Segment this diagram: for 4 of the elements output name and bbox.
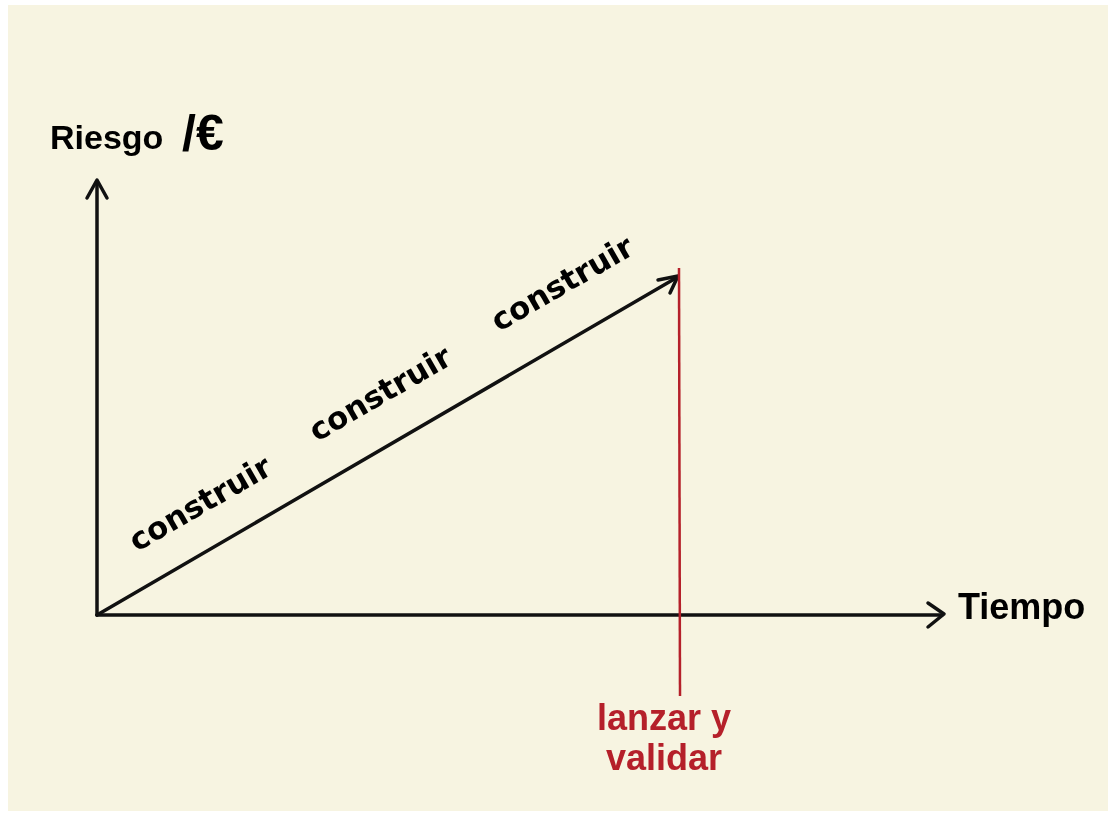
axis-label: Tiempo <box>958 589 1086 625</box>
axis-label: Riesgo <box>50 120 164 154</box>
axis-unit: /€ <box>182 108 224 158</box>
milestone-label: lanzar y validar <box>595 698 733 778</box>
